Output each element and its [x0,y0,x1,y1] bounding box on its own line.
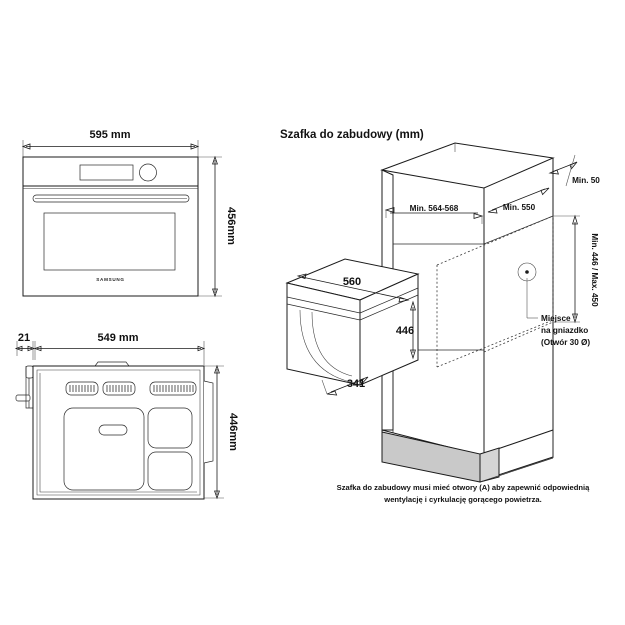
socket-location: Miejsce na gniazdko (Otwór 30 Ø) [517,262,590,347]
oven-height-dimension: 446 [396,300,416,360]
side-depth-label: 549 mm [98,332,139,344]
side-height-dimension: 446mm [204,364,239,500]
oven-control-band-front2 [286,303,361,321]
oven-height-label: 446 [396,325,414,337]
socket-note-line1: Miejsce [541,314,571,323]
control-display[interactable] [79,164,134,181]
oven-control-band-right [359,287,419,314]
front-height-dimension: 456mm [198,155,237,298]
built-in-cabinet-view: Szafka do zabudowy (mm) [280,129,600,504]
brand-logo: SAMSUNG [96,277,124,282]
right-module-lower [147,451,193,491]
cabinet-caption-line1: Szafka do zabudowy musi mieć otwory (A) … [337,483,591,492]
oven-front-face [286,282,361,386]
control-knob[interactable] [139,163,157,182]
oven-front-view: 595 mm 456mm SAMSUNG [21,129,237,298]
right-module-upper [147,407,193,449]
rear-clearance-label: Min. 50 [572,176,600,185]
cabinet-lower-body [381,429,554,483]
side-body-inner [36,369,201,496]
rear-clearance-dimension: Min. 50 [548,154,600,187]
cabinet-opening-height-label: Min. 446 / Max. 450 [590,233,599,307]
cabinet-width-label: Min. 564-568 [410,204,459,213]
oven-width-label: 560 [343,276,361,288]
side-body-inner2 [39,373,197,493]
side-height-label: 446mm [227,413,239,451]
side-offset-dimension: 21 [14,332,36,360]
side-top-notch [94,361,130,367]
side-cable-stub [15,394,31,402]
cabinet-width-dimension: Min. 564-568 [384,204,484,224]
side-front-flange [15,365,34,409]
cabinet-depth-dimension: Min. 550 [487,187,550,214]
front-width-dimension: 595 mm [21,129,200,158]
cabinet-opening-height-dimension: Min. 446 / Max. 450 [553,214,599,324]
door-swing-arc [299,309,356,384]
cabinet-view-title: Szafka do zabudowy (mm) [280,129,424,141]
socket-note-line2: na gniazdko [541,326,588,335]
front-height-label: 456mm [225,207,237,245]
oven-depth-label: 341 [347,378,365,390]
ventilation-grilles [65,381,197,396]
oven-side-view: 21 549 mm 446mm [14,332,239,500]
socket-hole-center [525,270,529,274]
oven-control-band-right2 [359,294,419,321]
oven-control-band-front [286,296,361,314]
side-offset-label: 21 [18,332,30,344]
plinth-right [479,447,500,483]
oven-cavity [63,407,145,491]
front-width-label: 595 mm [90,129,131,141]
oven-right-face [359,273,419,386]
cabinet-depth-label: Min. 550 [503,203,536,212]
oven-depth-dimension: 341 [321,376,369,396]
oven-unit-isometric [285,258,420,386]
side-depth-dimension: 549 mm [33,332,206,365]
cabinet-interior-dashed [436,215,554,368]
door-glass-window [43,212,176,271]
socket-note-line3: (Otwór 30 Ø) [541,338,590,347]
cavity-handle[interactable] [98,424,128,436]
oven-width-dimension: 560 [296,273,410,303]
cabinet-caption-line2: wentylację i cyrkulację gorącego powietr… [383,495,541,504]
side-right-bracket [203,380,214,464]
floor-line-right [479,457,554,483]
door-swing-arc2 [311,311,353,377]
